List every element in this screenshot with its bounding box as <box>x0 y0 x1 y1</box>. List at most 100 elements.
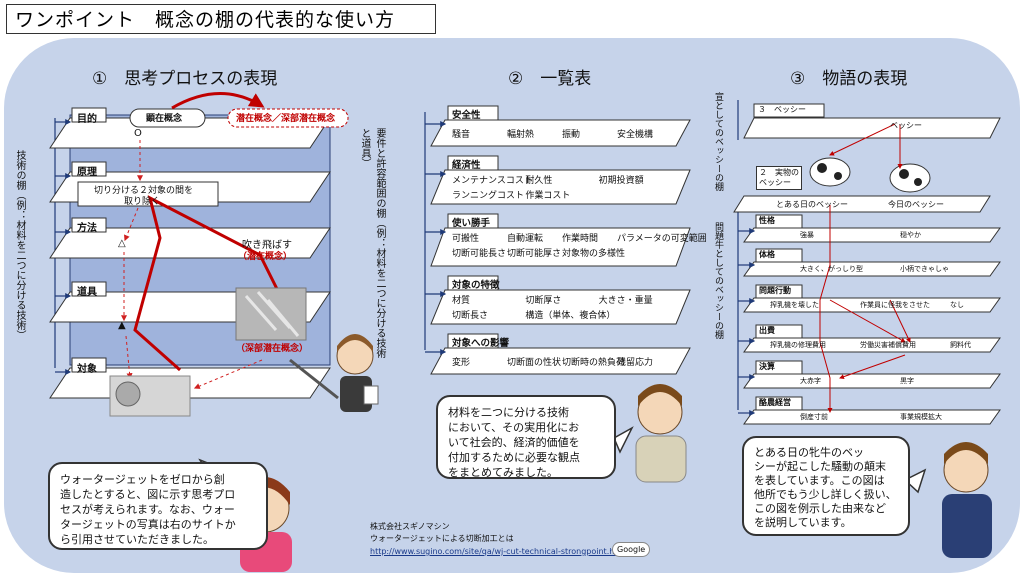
section2-side-label: 要件と許容範囲の棚（例：材料を二つに分ける技術と道具） <box>359 128 385 358</box>
google-logo: Google <box>612 542 651 557</box>
category-name: 安全性 <box>452 110 481 121</box>
shelf1-row-tab <box>71 281 107 297</box>
purpose-symbol: O <box>134 128 142 139</box>
category-name: 対象への影響 <box>452 338 510 349</box>
category-item: 自動運転 <box>507 234 544 244</box>
shelf3-top-label: ３ ベッシー <box>758 105 806 114</box>
story-row-name: 体格 <box>759 250 775 259</box>
story-row-item: 搾乳機の修理費用 <box>770 341 826 349</box>
bubble3-line: この図を例示した由来など <box>754 502 886 515</box>
category-item: 作業コスト <box>525 191 571 201</box>
story-row-name: 出費 <box>759 326 775 335</box>
story-row-item: 倒産寸前 <box>800 413 828 421</box>
category-item: 変形 <box>452 358 471 368</box>
bubble2-line: において、その実用化にお <box>448 421 580 434</box>
story-row-item: なし <box>950 301 964 309</box>
man-figure-1 <box>635 384 687 483</box>
arc-arrow <box>171 92 265 110</box>
story-row-item: 飼料代 <box>950 341 971 349</box>
principle-box <box>77 181 219 207</box>
shelf3-second-label: ２ 実物の ベッシー <box>756 166 802 190</box>
story-row-name: 決算 <box>759 362 775 371</box>
bubble1-line: タージェットの写真は右のサイトか <box>60 518 236 531</box>
story-row-item: 大きく、がっしり型 <box>800 265 863 273</box>
shelf3-row-tab <box>755 324 803 339</box>
shelf2-row-tab <box>447 213 499 229</box>
story-row-item: 作業員に怪我をさせた <box>860 301 930 309</box>
tag-latent-box <box>227 108 349 128</box>
story-row-item: 搾乳機を壊した <box>770 301 819 309</box>
tag-manifest: 顕在概念 <box>146 114 183 124</box>
shelf3-second-left: とある日のベッシー <box>776 200 848 209</box>
bubble1-line: 造したとすると、図に示す思考プロ <box>60 488 236 501</box>
tool-label: （深部潜在概念） <box>236 344 309 354</box>
tag-manifest-box <box>129 108 206 128</box>
teacher-figure <box>289 334 379 412</box>
category-item: メンテナンスコスト <box>452 176 533 186</box>
shelf3-top-value: ベッシー <box>890 121 922 130</box>
thinking-path <box>133 195 302 372</box>
category-item: 切断厚さ <box>525 296 562 306</box>
section3-bubble: とある日の牝牛のベッ シーが起こした騒動の顛末 を表しています。この図は 他所で… <box>742 436 910 536</box>
section1-heading: ① 思考プロセスの表現 <box>92 69 278 89</box>
story-row-item: 労働災害補償費用 <box>860 341 916 349</box>
category-item: 大きさ・重量 <box>598 296 653 306</box>
shelf3-row <box>743 297 1001 313</box>
shelf3-row <box>743 373 1001 389</box>
category-name: 対象の特徴 <box>452 280 500 291</box>
shelf3-row-tab <box>755 360 803 375</box>
method-sub: （潜在概念） <box>238 252 293 262</box>
row-label-purpose: 目的 <box>77 114 97 125</box>
shelf2-row <box>430 289 691 325</box>
shelf2-row <box>430 347 691 375</box>
category-item: パラメータの可変範囲 <box>617 234 707 244</box>
bubble1-line: セスが考えられます。なお、ウォー <box>60 503 235 516</box>
story-row-name: 酪農経営 <box>759 398 791 407</box>
shelf3-row <box>743 261 1001 277</box>
cow-right <box>889 163 931 193</box>
category-item: 可搬性 <box>452 234 480 244</box>
category-item: 耐久性 <box>525 176 553 186</box>
shelf3-row-tab <box>755 284 803 299</box>
shelf3-top <box>743 117 1001 139</box>
category-item: ランニングコスト <box>452 191 525 201</box>
principle-text-2: 取り除く <box>124 197 161 207</box>
category-item: 切断長さ <box>452 311 489 321</box>
story-row-name: 問題行動 <box>759 286 791 295</box>
category-item: 切断可能長さ <box>452 249 507 259</box>
category-item: 構造（単体、複合体） <box>525 311 616 321</box>
category-item: 切断時の熱負荷 <box>562 358 626 368</box>
shelf1-row-tab <box>71 357 107 373</box>
category-item: 作業時間 <box>562 234 599 244</box>
tag-latent: 潜在概念／深部潜在概念 <box>236 114 336 124</box>
shelf1-row-tab <box>71 217 107 233</box>
shelf2-row-tab <box>447 155 499 171</box>
dashed-guide-5 <box>193 359 263 389</box>
category-name: 経済性 <box>452 160 481 171</box>
category-item: 切断可能厚さ <box>507 249 562 259</box>
shelf2-row <box>430 169 691 205</box>
bubble1-line: ウォータージェットをゼロから創 <box>60 473 225 486</box>
category-item: 初期投資額 <box>598 176 644 186</box>
shelf3-second-right: 今日のベッシー <box>888 200 944 209</box>
category-item: 残留応力 <box>617 358 654 368</box>
source-link[interactable]: http://www.sugino.com/site/qa/wj-cut-tec… <box>370 547 628 556</box>
bubble1-line: ら引用させていただきました。 <box>60 533 214 546</box>
section3-side-label-top: 宣としてのベッシーの棚 <box>713 92 723 191</box>
method-text: 吹き飛ばす <box>242 240 292 251</box>
shelf3-row <box>743 337 1001 353</box>
tool-symbol: ▲ <box>118 320 126 331</box>
cow-left <box>809 157 851 187</box>
bubble3-line: を表しています。この図は <box>754 474 885 487</box>
category-item: 騒音 <box>452 130 471 140</box>
bubble2-line: 付加するために必要な観点 <box>448 451 580 464</box>
story-row-item: 黒字 <box>900 377 914 385</box>
bubble2-line: をまとめてみました。 <box>448 466 558 479</box>
section2-bubble: 材料を二つに分ける技術 において、その実用化にお いて社会的、経済的価値を 付加… <box>436 395 616 479</box>
page-title: ワンポイント 概念の棚の代表的な使い方 <box>6 4 436 34</box>
bubble2-line: 材料を二つに分ける技術 <box>448 406 569 419</box>
man-figure-2 <box>942 442 992 558</box>
